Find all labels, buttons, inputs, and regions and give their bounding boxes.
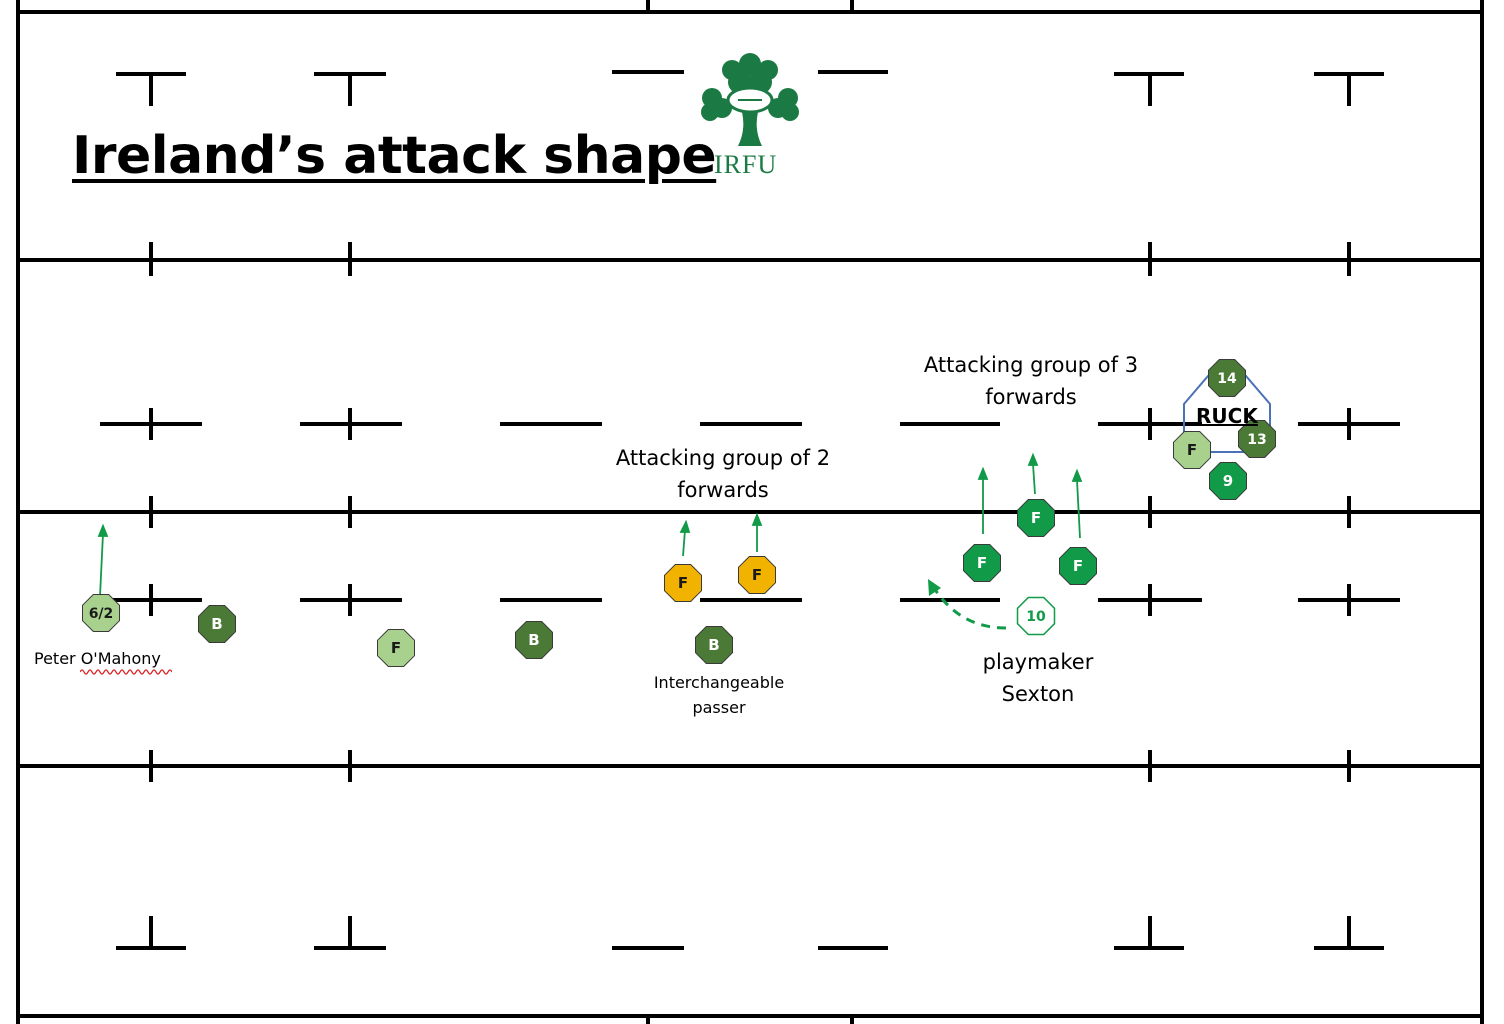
label-peter-omahony: Peter O'Mahony: [34, 649, 161, 668]
player-label: 14: [1217, 371, 1237, 387]
arrow-up-icon: [1027, 452, 1039, 495]
arrow-up-icon: [679, 519, 691, 557]
t-marker: [1114, 72, 1184, 106]
arrow-up-icon: [751, 512, 763, 552]
player-label: F: [752, 566, 762, 584]
player-label: F: [678, 574, 688, 592]
octagon-icon: [664, 564, 702, 602]
octagon-icon: [1059, 547, 1097, 585]
cross-marker: [100, 584, 202, 616]
player-label: F: [977, 554, 987, 572]
player-label: F: [1031, 509, 1041, 527]
player-token-forward-group2: F: [664, 564, 702, 602]
octagon-icon: [1016, 596, 1056, 636]
player-token-forward-group3: F: [1059, 547, 1097, 585]
player-label: B: [528, 631, 539, 649]
arrow-up-icon: [977, 466, 989, 534]
arrowhead-icon: [928, 579, 941, 596]
arrow-up-icon: [1071, 468, 1083, 539]
player-label: B: [708, 636, 719, 654]
run-arrows: [97, 452, 1083, 597]
player-label: B: [211, 615, 222, 633]
player-token-forward-group3: F: [1017, 499, 1055, 537]
irfu-logo-text: IRFU: [714, 150, 778, 179]
player-token-back: B: [515, 621, 553, 659]
player-token-forward-group3: F: [963, 544, 1001, 582]
pass-arrow: [928, 579, 1007, 630]
cross-marker: [1098, 584, 1202, 616]
cross-marker: [300, 584, 402, 616]
label-interchangeable-passer: Interchangeable passer: [653, 673, 785, 717]
octagon-icon: [377, 629, 415, 667]
player-label: F: [391, 639, 401, 657]
player-token-scrum-half: 9: [1209, 462, 1247, 500]
player-label: 9: [1223, 472, 1233, 490]
player-label: 6/2: [89, 606, 114, 622]
cross-marker: [1298, 584, 1400, 616]
ruck-label: RUCK: [1196, 404, 1258, 428]
octagon-icon: [963, 544, 1001, 582]
player-label: F: [1073, 557, 1083, 575]
player-label: 13: [1247, 432, 1266, 448]
label-group-of-2: Attacking group of 2 forwards: [615, 446, 831, 502]
inverted-t-marker: [1114, 916, 1184, 950]
irfu-shamrock-logo: [701, 53, 799, 146]
inverted-t-marker: [314, 916, 386, 950]
t-marker: [314, 72, 386, 106]
player-token-ruck: 14: [1208, 359, 1246, 397]
octagon-icon: [1209, 462, 1247, 500]
cross-marker: [100, 408, 202, 440]
arrow-up-icon: [97, 523, 109, 597]
cross-marker: [300, 408, 402, 440]
inverted-t-marker: [1314, 916, 1384, 950]
octagon-icon: [198, 605, 236, 643]
players: 6/2B F B F F B F F F 10 14 13F 9: [82, 359, 1276, 667]
label-playmaker-sexton: playmaker Sexton: [982, 650, 1094, 706]
cross-marker: [1298, 408, 1400, 440]
t-marker: [1314, 72, 1384, 106]
player-token-back: B: [198, 605, 236, 643]
player-token-forward-group2: F: [738, 556, 776, 594]
player-token-playmaker: 10: [1016, 596, 1056, 636]
player-token-blindside-flanker: 6/2: [82, 594, 120, 632]
player-label: 10: [1026, 609, 1046, 625]
inverted-t-marker: [116, 916, 186, 950]
label-group-of-3: Attacking group of 3 forwards: [923, 353, 1139, 409]
player-token-forward: F: [377, 629, 415, 667]
pitch-markers: [100, 70, 1400, 950]
octagon-icon: [1173, 431, 1211, 469]
octagon-icon: [695, 626, 733, 664]
player-token-interchangeable-passer: B: [695, 626, 733, 664]
octagon-icon: [1208, 359, 1246, 397]
octagon-icon: [738, 556, 776, 594]
pitch-lines: [16, 0, 1484, 1024]
t-marker: [116, 72, 186, 106]
octagon-icon: [82, 594, 120, 632]
octagon-icon: [1017, 499, 1055, 537]
octagon-icon: [1238, 420, 1276, 458]
player-label: F: [1187, 441, 1197, 459]
diagram-title: Ireland’s attack shape: [72, 126, 717, 186]
octagon-icon: [515, 621, 553, 659]
player-token-ruck: 13: [1238, 420, 1276, 458]
player-token-ruck: F: [1173, 431, 1211, 469]
spellcheck-squiggle: [80, 669, 172, 675]
